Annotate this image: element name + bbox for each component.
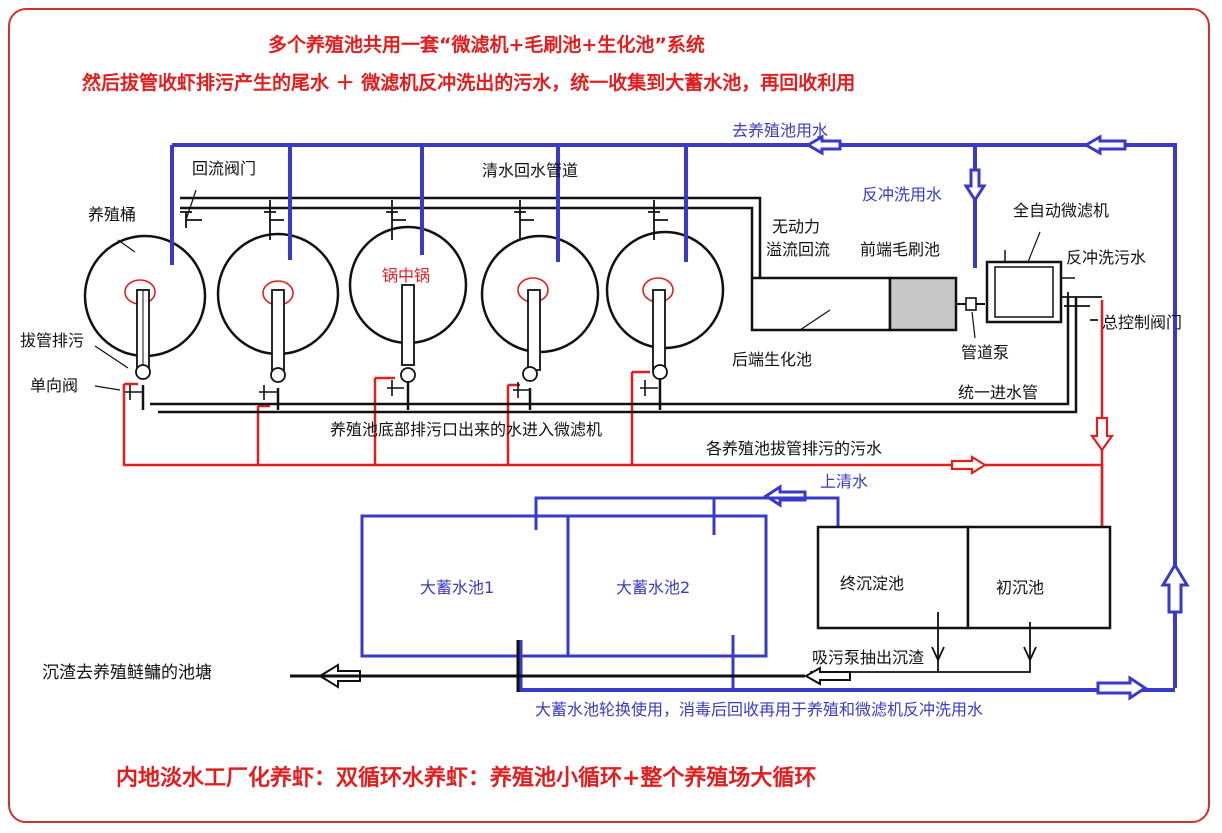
header-line-2: 然后拔管收虾排污产生的尾水 ＋ 微滤机反冲洗出的污水，统一收集到大蓄水池，再回收… — [82, 72, 856, 94]
clean-return-pipe — [180, 196, 762, 278]
culture-tank-3 — [348, 225, 468, 366]
header-line-1: 多个养殖池共用一套“微滤机+毛刷池+生化池”系统 — [268, 34, 705, 56]
culture-tanks — [83, 225, 725, 371]
primary-settling-tank — [966, 525, 1112, 630]
label-pull-pipe-drain: 拔管排污 — [20, 331, 85, 350]
label-reservoir-2: 大蓄水池2 — [616, 578, 691, 597]
sludge-pipes — [810, 612, 1037, 673]
blue-flow-arrows — [763, 134, 1190, 701]
culture-tank-5 — [605, 230, 725, 371]
label-supply-water: 去养殖池用水 — [732, 121, 829, 140]
bottom-valves — [125, 380, 658, 400]
pipeline-pump — [965, 297, 977, 311]
label-sludge-pump: 吸污泵抽出沉渣 — [812, 648, 925, 667]
label-bottom-drain: 养殖池底部排污口出来的水进入微滤机 — [330, 420, 603, 439]
return-valves — [180, 200, 668, 240]
label-unified-inlet: 统一进水管 — [958, 383, 1039, 402]
label-tank-sewage: 各养殖池拔管排污的污水 — [706, 439, 883, 458]
label-no-power: 无动力 — [772, 217, 821, 236]
culture-tank-4 — [480, 234, 600, 371]
label-pipeline-pump: 管道泵 — [961, 343, 1010, 362]
front-brush-pool — [888, 276, 958, 332]
label-auto-filter: 全自动微滤机 — [1013, 201, 1110, 220]
diagram-frame — [8, 8, 1210, 823]
red-flow-arrows — [950, 416, 1115, 475]
culture-tank-2 — [216, 232, 340, 371]
label-backwash-sewage: 反冲洗污水 — [1066, 248, 1147, 267]
label-primary-settling: 初沉池 — [996, 578, 1045, 597]
sediment-pipe — [290, 640, 805, 692]
footer-title: 内地淡水工厂化养虾：双循环水养虾：养殖池小循环+整个养殖场大循环 — [116, 766, 817, 791]
label-final-settling: 终沉淀池 — [840, 574, 905, 593]
settling-tanks — [816, 525, 1112, 630]
reservoir-2 — [566, 514, 768, 658]
label-check-valve: 单向阀 — [30, 376, 79, 395]
label-backwash-water: 反冲洗用水 — [862, 185, 943, 204]
label-backflow-valve: 回流阀门 — [192, 159, 257, 178]
culture-tank-1 — [83, 234, 207, 371]
label-rear-bio-pool: 后端生化池 — [732, 350, 813, 369]
reservoirs — [360, 514, 768, 658]
rear-bio-pool — [750, 276, 892, 332]
label-overflow-return: 溢流回流 — [766, 240, 831, 259]
clear-water-pipe — [519, 496, 840, 690]
label-tank-in-tank: 锅中锅 — [382, 266, 431, 285]
label-front-brush-pool: 前端毛刷池 — [860, 240, 941, 259]
unified-inlet-pipe — [141, 297, 1078, 414]
label-reservoir-1: 大蓄水池1 — [420, 578, 495, 597]
label-sediment-to-pond: 沉渣去养殖鲢鳙的池塘 — [42, 663, 212, 683]
check-valves — [135, 364, 668, 383]
water-supply-pipes — [170, 143, 1177, 692]
label-reservoir-note: 大蓄水池轮换使用，消毒后回收再用于养殖和微滤机反冲洗用水 — [535, 700, 984, 719]
label-clean-return-pipe: 清水回水管道 — [482, 161, 579, 180]
label-culture-tank: 养殖桶 — [88, 205, 137, 224]
bio-pool-group — [750, 276, 985, 332]
auto-micro-filter — [985, 231, 1102, 324]
label-upper-clear-water: 上清水 — [820, 472, 869, 491]
label-pointers — [94, 189, 976, 391]
label-main-valve: 总控制阀门 — [1102, 313, 1183, 332]
